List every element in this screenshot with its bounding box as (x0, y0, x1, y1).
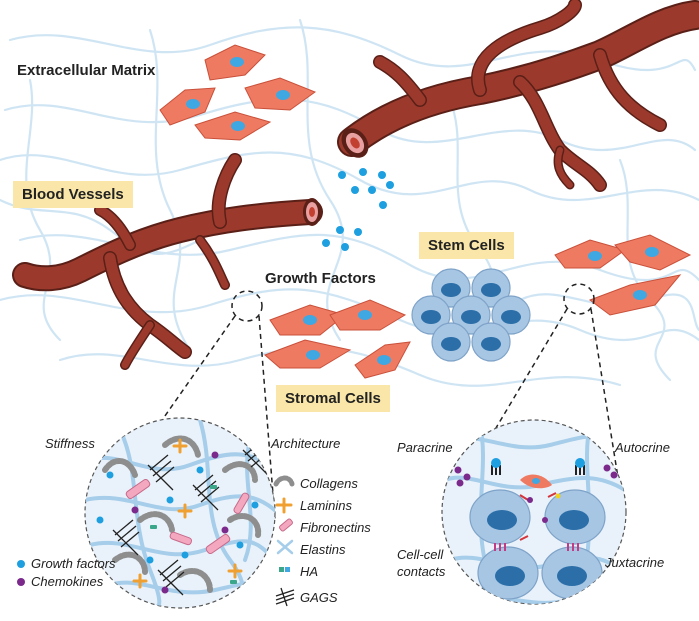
stem-cell-cluster (411, 268, 531, 362)
legend-growth-factors: Growth factors (31, 556, 116, 571)
label-cell-cell-contacts: Cell-cell contacts (397, 547, 446, 579)
legend-chemokines: Chemokines (31, 574, 104, 589)
label-stromal-cells: Stromal Cells (276, 385, 390, 412)
legend-laminins: Laminins (300, 498, 353, 513)
label-stiffness: Stiffness (45, 436, 95, 451)
signaling-inset (441, 419, 627, 605)
vessel-upper-right (337, 0, 699, 192)
legend-elastins: Elastins (300, 542, 346, 557)
legend-collagens: Collagens (300, 476, 358, 491)
growth-factor-legend-dot (17, 560, 25, 568)
ecm-legend-icons (17, 475, 295, 607)
chemokine-legend-dot (17, 578, 25, 586)
gags-icon (275, 587, 295, 607)
stromal-cells-bottom (264, 299, 411, 379)
label-paracrine: Paracrine (397, 440, 453, 455)
label-architecture: Architecture (271, 436, 341, 451)
label-stem-cells: Stem Cells (419, 232, 514, 259)
label-extracellular-matrix: Extracellular Matrix (17, 62, 156, 79)
collagen-icon (273, 475, 295, 487)
stromal-cells-right (554, 234, 692, 316)
fibronectin-icon (279, 518, 293, 532)
vessel-left (12, 153, 323, 370)
laminin-icon (275, 497, 293, 514)
label-growth-factors: Growth Factors (265, 270, 376, 287)
ha-icon (279, 567, 290, 572)
legend-ha: HA (300, 564, 319, 579)
ecm-inset (84, 417, 276, 609)
label-autocrine: Autocrine (615, 440, 670, 455)
legend-fibronectins: Fibronectins (300, 520, 371, 535)
stromal-cells-top (159, 44, 317, 141)
label-juxtacrine: Juxtacrine (605, 555, 665, 570)
growth-factor-dots (322, 168, 394, 251)
legend-gags: GAGS (300, 590, 338, 605)
elastin-icon (276, 539, 294, 555)
label-blood-vessels: Blood Vessels (13, 181, 133, 208)
